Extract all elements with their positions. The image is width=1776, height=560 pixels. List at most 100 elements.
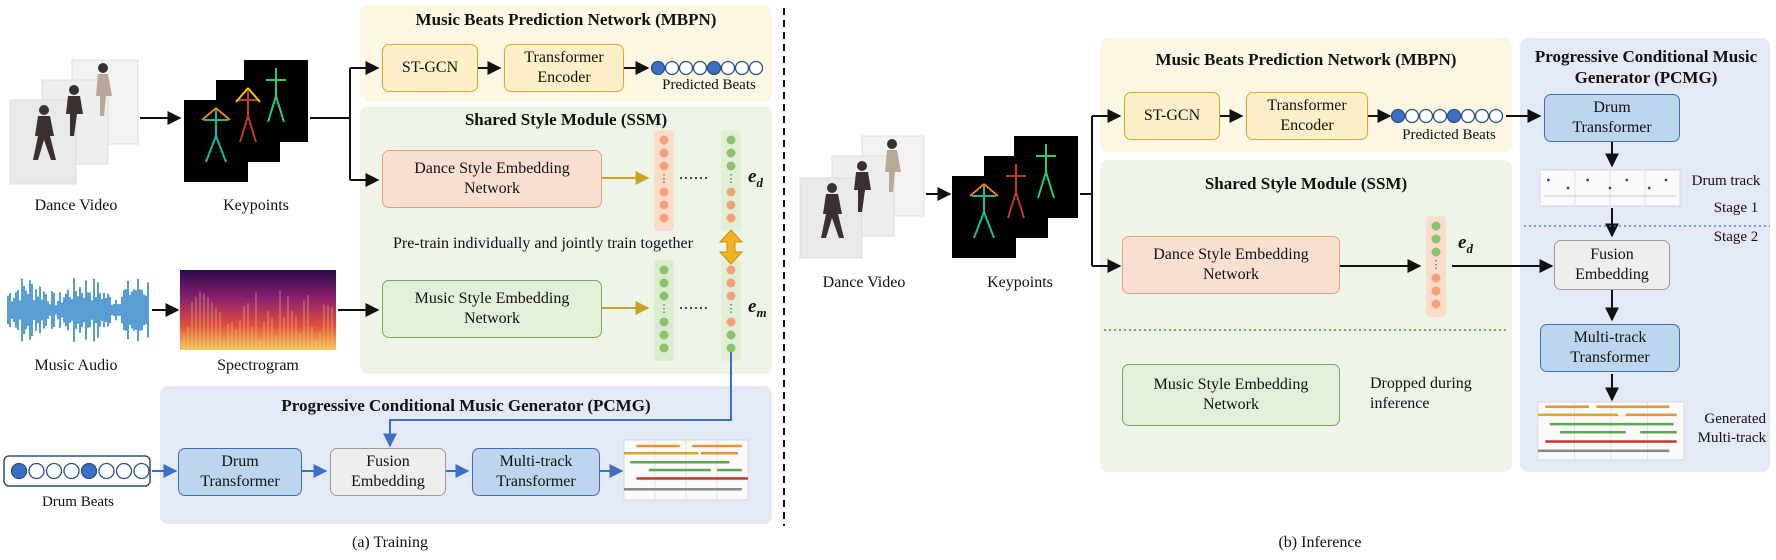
training-ed-base: e bbox=[748, 166, 757, 187]
inference-ed-symbol: ed bbox=[1458, 232, 1473, 257]
piano-roll-note bbox=[630, 461, 730, 464]
training-drum-beats-sequence bbox=[3, 455, 151, 487]
inference-predicted-beats-sequence bbox=[1390, 108, 1504, 124]
training-music-audio-label: Music Audio bbox=[34, 357, 118, 374]
embedding-node bbox=[659, 187, 669, 197]
piano-roll-note bbox=[624, 452, 699, 455]
embedding-node bbox=[726, 278, 736, 288]
beat-circle bbox=[1404, 108, 1420, 124]
beat-circle bbox=[1432, 108, 1448, 124]
training-spectrogram-image bbox=[180, 270, 336, 350]
embedding-node bbox=[726, 291, 736, 301]
beat-circle bbox=[1390, 108, 1406, 124]
embedding-node bbox=[726, 343, 736, 353]
piano-roll-note bbox=[1545, 440, 1677, 443]
inference-stage2-label: Stage 2 bbox=[1713, 229, 1759, 245]
embedding-node bbox=[1431, 234, 1441, 244]
em-vector-column bbox=[721, 260, 741, 361]
embedding-node bbox=[659, 200, 669, 210]
embedding-node bbox=[659, 330, 669, 340]
piano-roll-note bbox=[1538, 413, 1619, 417]
training-ed-sub: d bbox=[756, 174, 763, 190]
training-spectrogram-label: Spectrogram bbox=[217, 357, 299, 374]
piano-roll-note bbox=[636, 444, 680, 448]
beat-circle bbox=[706, 60, 722, 76]
ellipsis-dots: ⋮ bbox=[1431, 259, 1442, 271]
piano-roll-note bbox=[1640, 431, 1677, 434]
beat-circle bbox=[748, 60, 764, 76]
beat-circle bbox=[1418, 108, 1434, 124]
beat-circle bbox=[1446, 108, 1462, 124]
embedding-node bbox=[726, 148, 736, 158]
embedding-node bbox=[659, 135, 669, 145]
embedding-node bbox=[1431, 221, 1441, 231]
drum-hit bbox=[1608, 186, 1612, 190]
inference-dropped-note: Dropped during inference bbox=[1370, 375, 1472, 412]
training-generated-multitrack-roll bbox=[623, 439, 749, 501]
training-music-style-box: Music Style Embedding Network bbox=[382, 280, 602, 338]
piano-roll-note bbox=[1625, 413, 1677, 417]
training-stgcn-box: ST-GCN bbox=[382, 44, 478, 92]
embedding-node bbox=[726, 135, 736, 145]
inference-transformer-encoder-box: Transformer Encoder bbox=[1246, 92, 1368, 140]
embedding-node bbox=[726, 317, 736, 327]
embedding-node bbox=[1431, 247, 1441, 257]
beat-circle bbox=[115, 462, 133, 480]
inference-ed-vector-column bbox=[1426, 216, 1446, 317]
embedding-node bbox=[726, 187, 736, 197]
drum-hit bbox=[1566, 186, 1570, 190]
training-drum-beats-label: Drum Beats bbox=[41, 494, 115, 510]
inference-drum-track-label: Drum track bbox=[1691, 173, 1761, 189]
drum-hit bbox=[1625, 178, 1629, 182]
ed-vector-column bbox=[721, 130, 741, 231]
inference-drum-transformer-box: Drum Transformer bbox=[1544, 94, 1680, 142]
training-ed-symbol: ed bbox=[748, 166, 763, 191]
beat-circle bbox=[28, 462, 45, 480]
beat-circle bbox=[98, 462, 115, 480]
inference-keypoints-label: Keypoints bbox=[987, 274, 1053, 291]
inference-ed-base: e bbox=[1458, 232, 1467, 253]
piano-roll-note bbox=[1545, 405, 1590, 408]
inference-dance-video-thumbnail bbox=[799, 135, 925, 259]
beat-circle bbox=[692, 60, 708, 76]
training-fusion-embedding-box: Fusion Embedding bbox=[330, 448, 446, 496]
beat-circle bbox=[80, 462, 98, 480]
beat-circle bbox=[734, 60, 750, 76]
beat-circle bbox=[720, 60, 736, 76]
inference-dance-style-box: Dance Style Embedding Network bbox=[1122, 236, 1340, 294]
inference-caption: (b) Inference bbox=[1278, 534, 1362, 551]
inference-predicted-beats-label: Predicted Beats bbox=[1402, 127, 1496, 143]
training-mbpn-title: Music Beats Prediction Network (MBPN) bbox=[415, 10, 717, 29]
embedding-node bbox=[726, 330, 736, 340]
inference-stgcn-box: ST-GCN bbox=[1124, 92, 1220, 140]
piano-roll-note bbox=[636, 477, 748, 480]
drum-hit bbox=[1664, 178, 1668, 182]
joint-training-double-arrow bbox=[718, 229, 744, 265]
beat-circle bbox=[10, 462, 28, 480]
training-em-base: e bbox=[748, 296, 757, 317]
embedding-node bbox=[1431, 299, 1441, 309]
inference-generated-label: Generated Multi-track bbox=[1697, 411, 1766, 446]
inference-keypoints-thumbnail bbox=[952, 136, 1078, 258]
training-drum-transformer-box: Drum Transformer bbox=[178, 448, 302, 496]
piano-roll-note bbox=[692, 444, 742, 448]
training-em-symbol: em bbox=[748, 296, 767, 321]
inference-ed-sub: d bbox=[1466, 240, 1473, 256]
drum-hit bbox=[1547, 178, 1550, 182]
beat-circle bbox=[63, 462, 80, 480]
piano-roll-note bbox=[1596, 405, 1670, 408]
training-keypoints-thumbnail bbox=[184, 60, 308, 182]
inference-mbpn-title: Music Beats Prediction Network (MBPN) bbox=[1155, 50, 1457, 69]
embedding-node bbox=[726, 265, 736, 275]
beat-circle bbox=[1474, 108, 1490, 124]
training-multitrack-transformer-box: Multi-track Transformer bbox=[472, 448, 600, 496]
embedding-node bbox=[659, 291, 669, 301]
ellipsis-dots: ⋮ bbox=[659, 173, 670, 185]
inference-fusion-embedding-box: Fusion Embedding bbox=[1554, 240, 1670, 290]
training-music-audio-waveform bbox=[7, 278, 149, 342]
inference-stage1-label: Stage 1 bbox=[1713, 200, 1759, 216]
training-dance-video-thumbnail bbox=[9, 59, 139, 185]
training-ssm-title: Shared Style Module (SSM) bbox=[464, 110, 668, 129]
embedding-node bbox=[659, 161, 669, 171]
embedding-node bbox=[726, 213, 736, 223]
